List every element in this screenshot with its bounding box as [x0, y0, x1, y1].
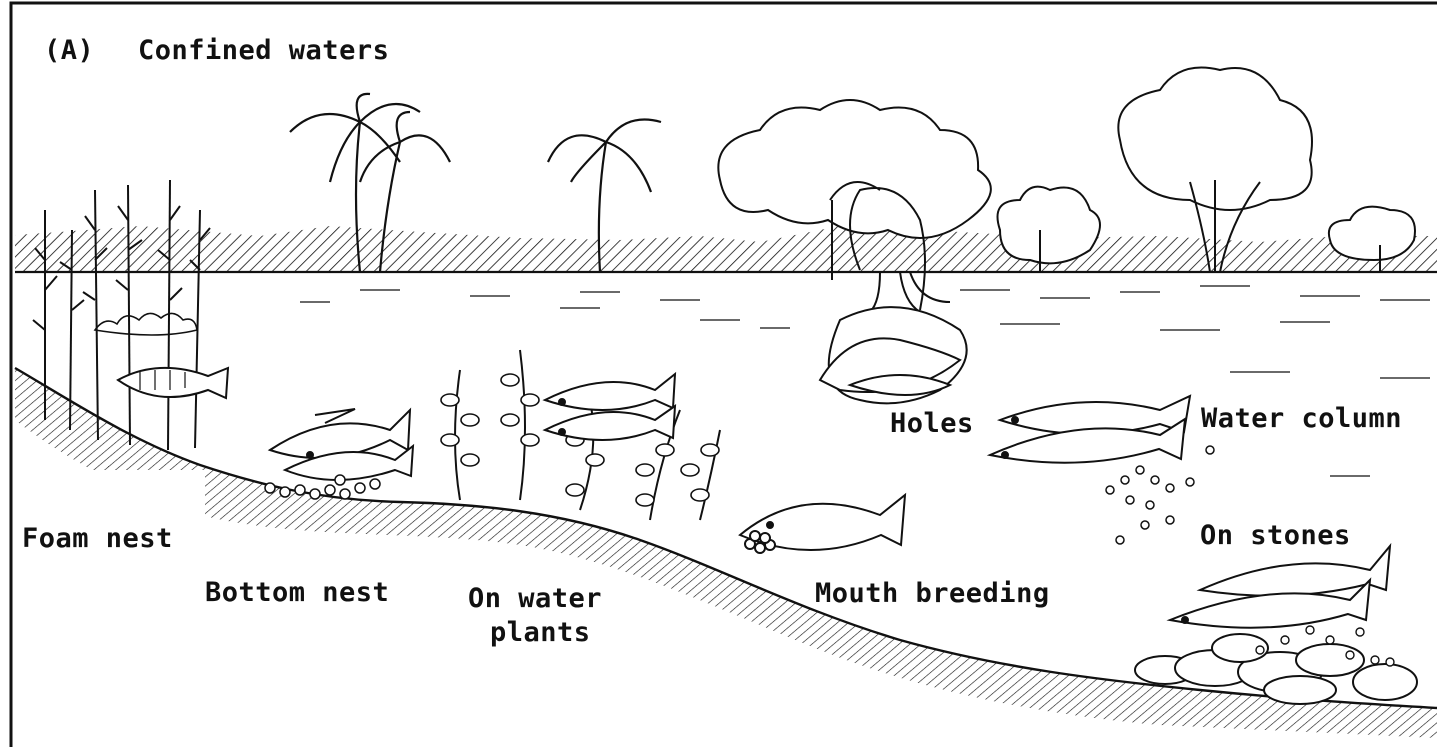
water-plant-fish: [545, 374, 675, 440]
label-on-water-plants-line1: On water: [468, 582, 602, 616]
label-mouth-breeding: Mouth breeding: [815, 580, 1050, 607]
foam-nest-bubbles: [95, 313, 197, 335]
water-column-eggs: [1106, 446, 1214, 544]
mouth-breeding-fish: [740, 495, 905, 553]
figure-title: Confined waters: [138, 37, 389, 64]
water-column-fish: [990, 396, 1190, 463]
banyan-tree: [718, 100, 991, 312]
foam-nest-fish: [118, 368, 228, 398]
label-water-column: Water column: [1201, 405, 1402, 432]
hole-fish: [820, 307, 967, 403]
label-on-water-plants: On water plants: [468, 582, 602, 650]
far-bank: [15, 226, 1437, 272]
on-stones-fish: [1170, 546, 1390, 628]
label-on-stones: On stones: [1200, 522, 1351, 549]
panel-letter: (A): [44, 37, 94, 64]
bottom-nest-fish: [270, 409, 413, 480]
label-on-water-plants-line2: plants: [468, 616, 602, 650]
label-foam-nest: Foam nest: [22, 525, 173, 552]
label-bottom-nest: Bottom nest: [205, 579, 389, 606]
label-holes: Holes: [890, 410, 974, 437]
